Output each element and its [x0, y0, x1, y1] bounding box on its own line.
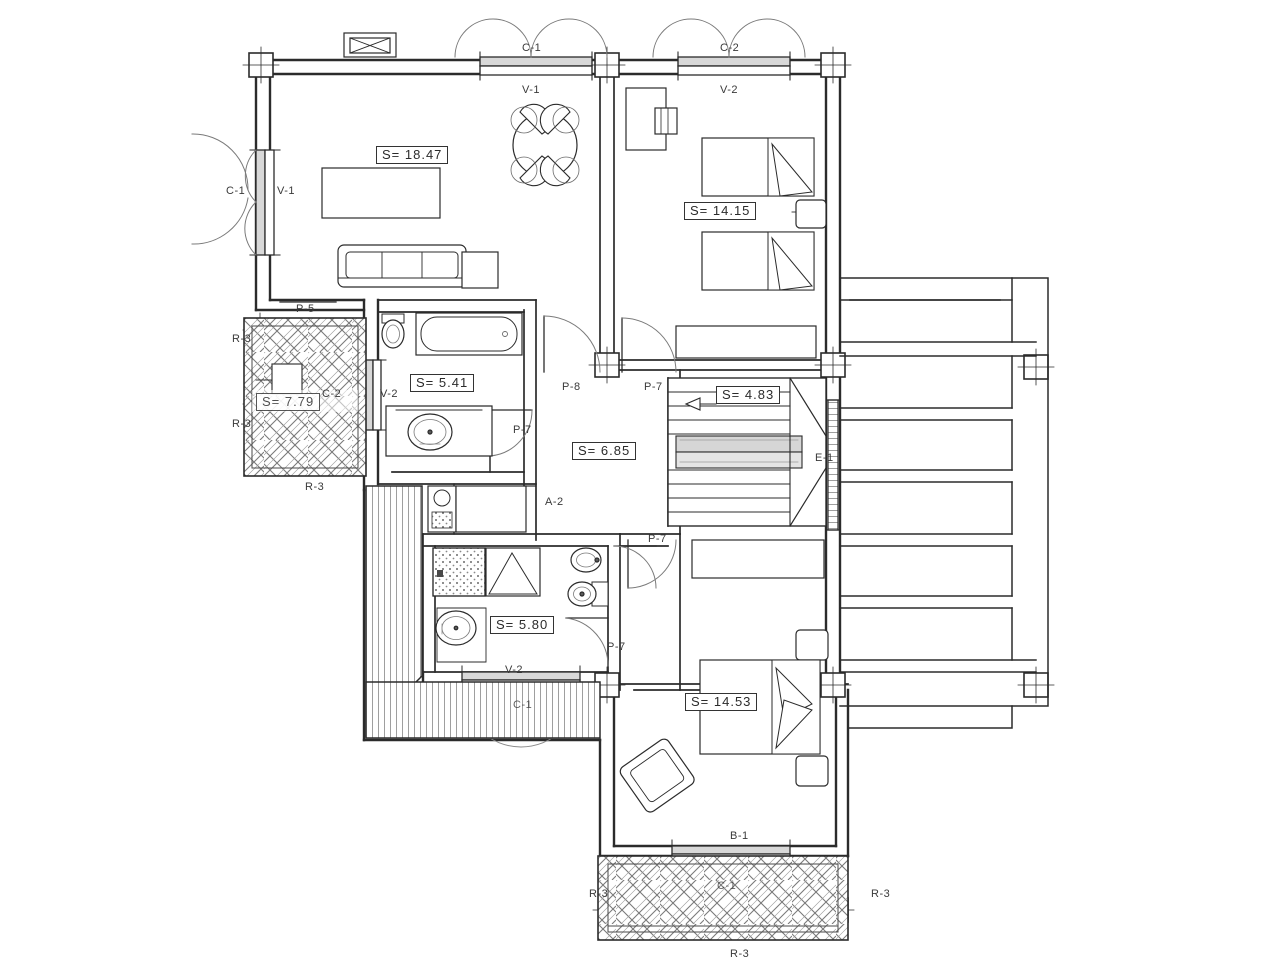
canopy-hatch-south	[365, 681, 601, 739]
code-label-p7-hall-n: P-7	[644, 381, 663, 393]
area-label-bedroom2: S= 14.15	[684, 202, 757, 220]
furniture-bathroom2	[432, 547, 609, 663]
code-label-c1-west: C-1	[226, 185, 246, 197]
code-label-r3-s-left: R-3	[589, 888, 609, 900]
area-label-bedroom1: S= 14.53	[685, 693, 758, 711]
code-label-p8: P-8	[562, 381, 581, 393]
code-label-r3-w-top: R-3	[232, 333, 252, 345]
furniture-bathroom1	[381, 312, 527, 533]
terrace-south	[597, 855, 849, 941]
dining-set	[510, 103, 580, 187]
code-label-p7-hall-s: P-7	[648, 533, 667, 545]
code-label-c2-north: C-2	[720, 42, 740, 54]
window-east-E1	[825, 399, 841, 531]
furniture-living	[321, 32, 580, 289]
code-label-p5: P-5	[296, 303, 315, 315]
window-north-bedroom2	[652, 18, 806, 81]
furniture-bedroom2	[625, 87, 827, 359]
code-label-v2-bath2: V-2	[505, 664, 524, 676]
code-label-r3-s-bottom: R-3	[730, 948, 750, 960]
code-label-e1: E-1	[815, 452, 834, 464]
doors	[279, 301, 677, 667]
code-label-r3-w-bottom: R-3	[232, 418, 252, 430]
area-label-stairs: S= 4.83	[716, 386, 781, 404]
code-label-c1-bath2: C-1	[513, 699, 533, 711]
area-label-living: S= 18.47	[376, 146, 449, 164]
code-label-v1-north: V-1	[522, 84, 541, 96]
code-label-v1-west: V-1	[277, 185, 296, 197]
code-label-c2-terrace: C-2	[322, 388, 342, 400]
window-west-living	[191, 133, 281, 256]
area-label-terrace-west: S= 7.79	[256, 393, 321, 411]
code-label-p7-bath1: P-7	[513, 424, 532, 436]
area-label-bathroom1: S= 5.41	[410, 374, 475, 392]
code-label-a2: A-2	[545, 496, 564, 508]
code-label-r3-s-right: R-3	[871, 888, 891, 900]
code-label-c1-north: C-1	[522, 42, 542, 54]
window-north-living	[454, 18, 608, 81]
area-label-hall: S= 6.85	[572, 442, 637, 460]
code-label-b1: B-1	[730, 830, 749, 842]
pergola	[839, 277, 1049, 729]
staircase	[667, 377, 827, 527]
area-label-bathroom2: S= 5.80	[490, 616, 555, 634]
furniture-bedroom1	[619, 539, 829, 813]
code-label-c1-south: C-1	[717, 880, 737, 892]
code-label-r3-w-south: R-3	[305, 481, 325, 493]
code-label-v2-north: V-2	[720, 84, 739, 96]
code-label-p7-bath2: P-7	[607, 641, 626, 653]
code-label-v2-bath1: V-2	[380, 388, 399, 400]
